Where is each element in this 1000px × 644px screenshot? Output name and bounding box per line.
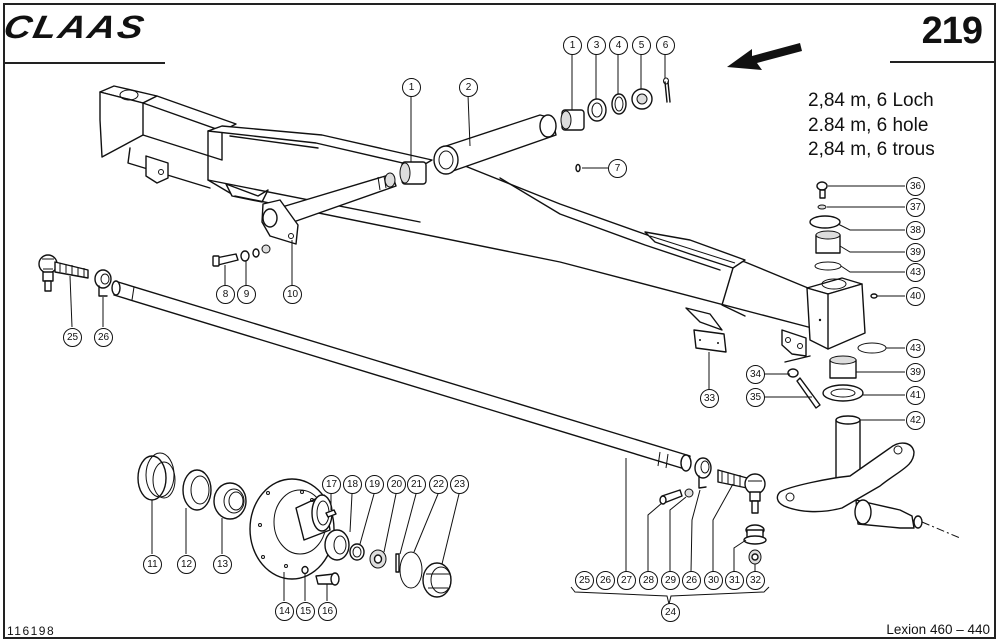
callout-35-bolt[interactable]: 35 — [746, 388, 765, 407]
callout-12-seal[interactable]: 12 — [177, 555, 196, 574]
callout-21-cotter-pin[interactable]: 21 — [407, 475, 426, 494]
callout-25-tie-rod-end[interactable]: 25 — [575, 571, 594, 590]
pivot-assembly — [212, 77, 671, 267]
king-pin-stack — [693, 181, 887, 409]
callout-11-rings[interactable]: 11 — [143, 555, 162, 574]
callout-8-bolt[interactable]: 8 — [216, 285, 235, 304]
callout-26-clamp[interactable]: 26 — [596, 571, 615, 590]
callout-1-bushing[interactable]: 1 — [563, 36, 582, 55]
page-frame — [3, 3, 996, 639]
callout-37-lock-washer[interactable]: 37 — [906, 198, 925, 217]
arrow-left-down-icon — [727, 43, 802, 70]
callout-41-thrust-bearing[interactable]: 41 — [906, 386, 925, 405]
callout-33-plate[interactable]: 33 — [700, 389, 719, 408]
callout-18-bearing[interactable]: 18 — [343, 475, 362, 494]
callout-36-bolt[interactable]: 36 — [906, 177, 925, 196]
callout-40-grease-nipple[interactable]: 40 — [906, 287, 925, 306]
leader-lines — [69, 53, 905, 605]
callout-32-lock-nut[interactable]: 32 — [746, 571, 765, 590]
callout-43-o-ring-lower[interactable]: 43 — [906, 339, 925, 358]
callout-29-nut[interactable]: 29 — [661, 571, 680, 590]
callout-31-crown-nut[interactable]: 31 — [725, 571, 744, 590]
variant-de: 2,84 m, 6 Loch — [808, 90, 934, 111]
callout-43-o-ring-upper[interactable]: 43 — [906, 263, 925, 282]
callout-20-castle-nut[interactable]: 20 — [387, 475, 406, 494]
callout-39-bushing-lower[interactable]: 39 — [906, 363, 925, 382]
callout-23-hub-cap[interactable]: 23 — [450, 475, 469, 494]
callout-3-seal[interactable]: 3 — [587, 36, 606, 55]
callout-6-cotter-pin[interactable]: 6 — [656, 36, 675, 55]
variant-en: 2.84 m, 6 hole — [808, 114, 929, 136]
callout-27-tie-rod[interactable]: 27 — [617, 571, 636, 590]
callout-42-king-pin[interactable]: 42 — [906, 411, 925, 430]
callout-17-grease-nipple[interactable]: 17 — [322, 475, 341, 494]
callout-24-tie-rod-assembly[interactable]: 24 — [661, 603, 680, 622]
callout-39-bushing-upper[interactable]: 39 — [906, 243, 925, 262]
callout-13-bearing[interactable]: 13 — [213, 555, 232, 574]
callout-19-washer[interactable]: 19 — [365, 475, 384, 494]
page-number-divider — [890, 61, 996, 63]
page-number: 219 — [921, 10, 983, 52]
steering-knuckle — [776, 415, 961, 539]
axle-beam — [99, 85, 866, 363]
callout-14-hub[interactable]: 14 — [275, 602, 294, 621]
callout-28-bolt[interactable]: 28 — [639, 571, 658, 590]
callout-1-bushing-left[interactable]: 1 — [402, 78, 421, 97]
variant-fr: 2,84 m, 6 trous — [808, 139, 935, 160]
tie-rod — [38, 254, 767, 565]
model-label: Lexion 460 – 440 — [886, 622, 990, 637]
callout-34-nut[interactable]: 34 — [746, 365, 765, 384]
callout-2-pivot-tube[interactable]: 2 — [459, 78, 478, 97]
callout-22-o-ring[interactable]: 22 — [429, 475, 448, 494]
wheel-hub-group — [137, 452, 452, 598]
callout-38-disc[interactable]: 38 — [906, 221, 925, 240]
callout-15-washer[interactable]: 15 — [296, 602, 315, 621]
callout-26-clamp-left[interactable]: 26 — [94, 328, 113, 347]
callout-25-tie-rod-end-left[interactable]: 25 — [63, 328, 82, 347]
callout-16-wheel-bolt[interactable]: 16 — [318, 602, 337, 621]
drawing-number: 116198 — [7, 624, 56, 638]
variant-description: 2,84 m, 6 Loch 2.84 m, 6 hole 2,84 m, 6 … — [808, 89, 935, 163]
callout-7-grease-nipple[interactable]: 7 — [608, 159, 627, 178]
callout-30-tie-rod-end-right[interactable]: 30 — [704, 571, 723, 590]
logo-divider — [3, 62, 165, 64]
callout-9-washer[interactable]: 9 — [237, 285, 256, 304]
callout-5-castle-nut[interactable]: 5 — [632, 36, 651, 55]
callout-4-ring[interactable]: 4 — [609, 36, 628, 55]
callout-26-clamp-right[interactable]: 26 — [682, 571, 701, 590]
callout-10-pivot-pin[interactable]: 10 — [283, 285, 302, 304]
